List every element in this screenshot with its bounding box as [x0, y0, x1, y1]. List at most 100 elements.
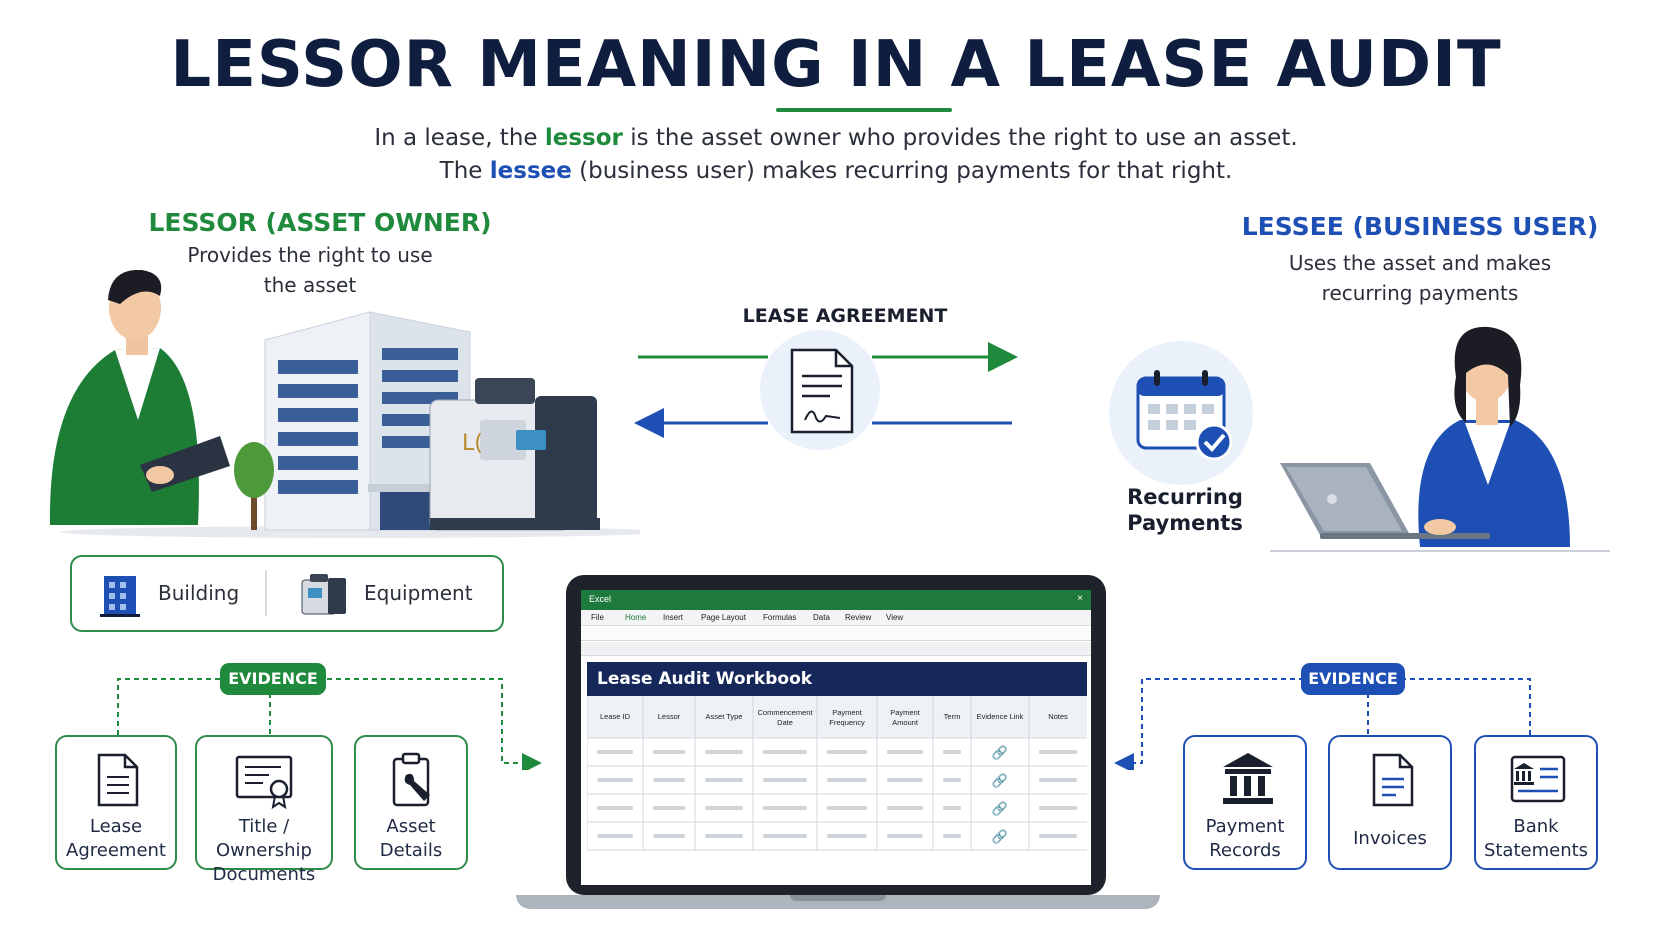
laptop-illustration — [1280, 463, 1490, 539]
lessee-person-illustration — [1418, 326, 1570, 547]
link-icon: 🔗 — [992, 772, 1008, 789]
placeholder-cell — [705, 750, 743, 754]
ribbon-tab-data[interactable]: Data — [813, 613, 830, 622]
column-header: Notes — [1048, 712, 1068, 721]
subtitle-line-1: In a lease, the lessor is the asset owne… — [374, 125, 1298, 151]
ribbon-tab-insert[interactable]: Insert — [663, 613, 684, 622]
statement-icon — [1510, 755, 1566, 803]
formula-bar[interactable] — [581, 627, 1091, 641]
close-icon[interactable]: × — [1077, 593, 1083, 604]
ribbon-tab-file[interactable]: File — [591, 613, 604, 622]
laptop-notch — [790, 895, 886, 901]
ribbon-tab-home[interactable]: Home — [625, 613, 647, 622]
placeholder-cell — [653, 834, 685, 838]
lessee-illustration — [1270, 326, 1610, 552]
placeholder-cell — [1039, 778, 1077, 782]
checkmark-icon — [1195, 423, 1233, 461]
asset-types-box — [70, 555, 504, 632]
placeholder-cell — [887, 778, 923, 782]
ribbon-tab-review[interactable]: Review — [845, 613, 872, 622]
workbook-title: Lease Audit Workbook — [587, 662, 1087, 696]
evidence-card-payment-records[interactable]: Payment Records — [1183, 735, 1307, 870]
excel-ribbon: File Home Insert Page Layout Formulas Da… — [581, 610, 1091, 626]
placeholder-cell — [943, 750, 961, 754]
contract-icon — [790, 348, 854, 434]
placeholder-cell — [653, 750, 685, 754]
lessee-highlight: lessee — [489, 158, 572, 184]
lessee-description: Uses the asset and makes recurring payme… — [1288, 251, 1552, 305]
recurring-payments-label: Recurring Payments — [1127, 485, 1243, 535]
placeholder-cell — [827, 750, 867, 754]
placeholder-cell — [597, 750, 633, 754]
equipment-icon — [301, 574, 346, 615]
placeholder-cell — [827, 806, 867, 810]
link-icon: 🔗 — [992, 828, 1008, 845]
placeholder-cell — [943, 834, 961, 838]
certificate-icon — [235, 755, 293, 809]
placeholder-cell — [943, 778, 961, 782]
column-header: Lessor — [657, 712, 681, 721]
placeholder-cell — [943, 806, 961, 810]
evidence-card-asset-details[interactable]: Asset Details — [354, 735, 468, 870]
placeholder-cell — [763, 806, 807, 810]
lessee-evidence-connectors — [1114, 678, 1531, 770]
tree-illustration — [234, 442, 274, 530]
placeholder-cell — [653, 778, 685, 782]
asset-equipment-label: Equipment — [364, 581, 473, 605]
building-icon — [100, 576, 140, 617]
placeholder-cell — [705, 806, 743, 810]
placeholder-cell — [1039, 806, 1077, 810]
lessor-person-illustration — [49, 270, 230, 525]
asset-divider — [265, 570, 267, 616]
placeholder-cell — [597, 806, 633, 810]
invoice-icon — [1372, 753, 1414, 807]
column-header: Lease ID — [599, 712, 631, 721]
evidence-card-lease-agreement[interactable]: Lease Agreement — [55, 735, 177, 870]
equipment-illustration: L( — [429, 378, 600, 531]
excel-titlebar: Excel × — [581, 590, 1091, 610]
subtitle: In a lease, the lessor is the asset owne… — [0, 122, 1672, 188]
lessee-evidence-badge: EVIDENCE — [1301, 663, 1405, 695]
placeholder-cell — [705, 778, 743, 782]
clipboard-wrench-icon — [392, 752, 430, 807]
placeholder-cell — [653, 806, 685, 810]
column-header: Term — [943, 712, 961, 721]
ribbon-tab-page-layout[interactable]: Page Layout — [701, 613, 746, 622]
lessor-illustration: L( — [49, 270, 640, 538]
placeholder-cell — [597, 834, 633, 838]
workbook-table: 🔗 🔗 🔗 🔗 — [587, 696, 1087, 851]
recurring-payments-graphic — [1109, 341, 1253, 485]
placeholder-cell — [1039, 750, 1077, 754]
placeholder-cell — [597, 778, 633, 782]
column-header: Evidence Link — [976, 712, 1024, 721]
evidence-card-title-ownership[interactable]: Title / Ownership Documents — [195, 735, 333, 885]
subtitle-line-2: The lessee (business user) makes recurri… — [439, 158, 1233, 184]
lessor-title: LESSOR (ASSET OWNER) — [148, 208, 492, 237]
svg-text:L(: L( — [462, 431, 483, 456]
placeholder-cell — [887, 834, 923, 838]
document-icon — [97, 753, 139, 807]
evidence-card-bank-statements[interactable]: Bank Statements — [1474, 735, 1598, 870]
page-title: LESSOR MEANING IN A LEASE AUDIT — [170, 28, 1502, 102]
lessee-title: LESSEE (BUSINESS USER) — [1241, 212, 1599, 241]
lessor-evidence-connectors — [117, 678, 542, 770]
placeholder-cell — [827, 834, 867, 838]
placeholder-cell — [887, 806, 923, 810]
lessor-highlight: lessor — [544, 125, 623, 151]
lessor-description: Provides the right to use the asset — [187, 243, 433, 297]
link-icon: 🔗 — [992, 800, 1008, 817]
column-header: Asset Type — [705, 712, 743, 721]
ribbon-tab-view[interactable]: View — [886, 613, 904, 622]
ribbon-tab-formulas[interactable]: Formulas — [763, 613, 797, 622]
placeholder-cell — [705, 834, 743, 838]
placeholder-cell — [827, 778, 867, 782]
laptop-base — [516, 895, 1160, 909]
evidence-card-invoices[interactable]: Invoices — [1328, 735, 1452, 870]
agreement-flow — [634, 330, 1018, 450]
excel-app-name: Excel — [589, 594, 612, 604]
link-icon: 🔗 — [992, 744, 1008, 761]
placeholder-cell — [763, 834, 807, 838]
